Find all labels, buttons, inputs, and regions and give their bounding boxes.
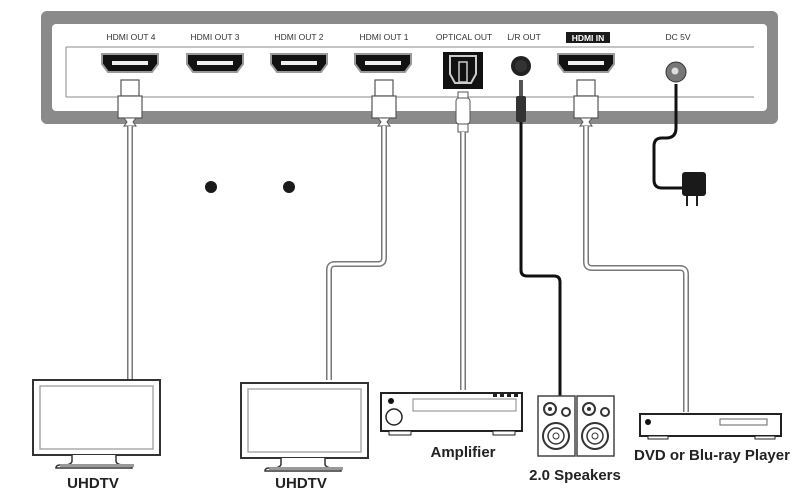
dc-power-port-icon <box>665 61 687 83</box>
device-label-player: DVD or Blu-ray Player <box>634 447 790 464</box>
ellipsis-dot-icon <box>283 181 295 193</box>
hdmi-plug-icon <box>573 79 599 127</box>
hdmi-in-label-badge <box>566 32 610 43</box>
hdmi-port-icon <box>101 53 159 73</box>
device-label-tv-1: UHDTV <box>67 475 119 492</box>
port-label-optical-out: OPTICAL OUT <box>436 32 492 42</box>
optical-port-icon <box>443 52 483 89</box>
amplifier-icon <box>380 392 523 436</box>
port-label-hdmi-out-3: HDMI OUT 3 <box>191 32 240 42</box>
port-label-dc-5v: DC 5V <box>665 32 690 42</box>
hdmi-cable <box>583 126 689 412</box>
ellipsis-dot-icon <box>205 181 217 193</box>
hdmi-plug-icon <box>117 79 143 127</box>
port-label-lr-out: L/R OUT <box>507 32 541 42</box>
device-label-amplifier: Amplifier <box>430 444 495 461</box>
port-label-hdmi-in: HDMI IN <box>572 33 605 43</box>
hdmi-cable <box>326 126 387 380</box>
hdmi-plug-icon <box>371 79 397 127</box>
port-label-hdmi-out-1: HDMI OUT 1 <box>360 32 409 42</box>
device-label-speakers: 2.0 Speakers <box>529 467 621 484</box>
power-cable <box>652 84 684 190</box>
device-label-tv-2: UHDTV <box>275 475 327 492</box>
speakers-icon <box>537 395 615 457</box>
hdmi-port-icon <box>270 53 328 73</box>
audio-plug-icon <box>516 80 526 122</box>
power-adapter-icon <box>682 172 706 206</box>
port-label-hdmi-out-4: HDMI OUT 4 <box>107 32 156 42</box>
hdmi-port-icon <box>354 53 412 73</box>
tv-icon <box>32 379 161 469</box>
disc-player-icon <box>639 413 782 440</box>
audio-cable <box>519 122 562 398</box>
hdmi-port-icon <box>557 53 615 73</box>
hdmi-port-icon <box>186 53 244 73</box>
optical-plug-icon <box>455 91 471 133</box>
tv-icon <box>240 382 369 472</box>
audio-jack-port-icon <box>511 56 531 76</box>
port-label-hdmi-out-2: HDMI OUT 2 <box>275 32 324 42</box>
